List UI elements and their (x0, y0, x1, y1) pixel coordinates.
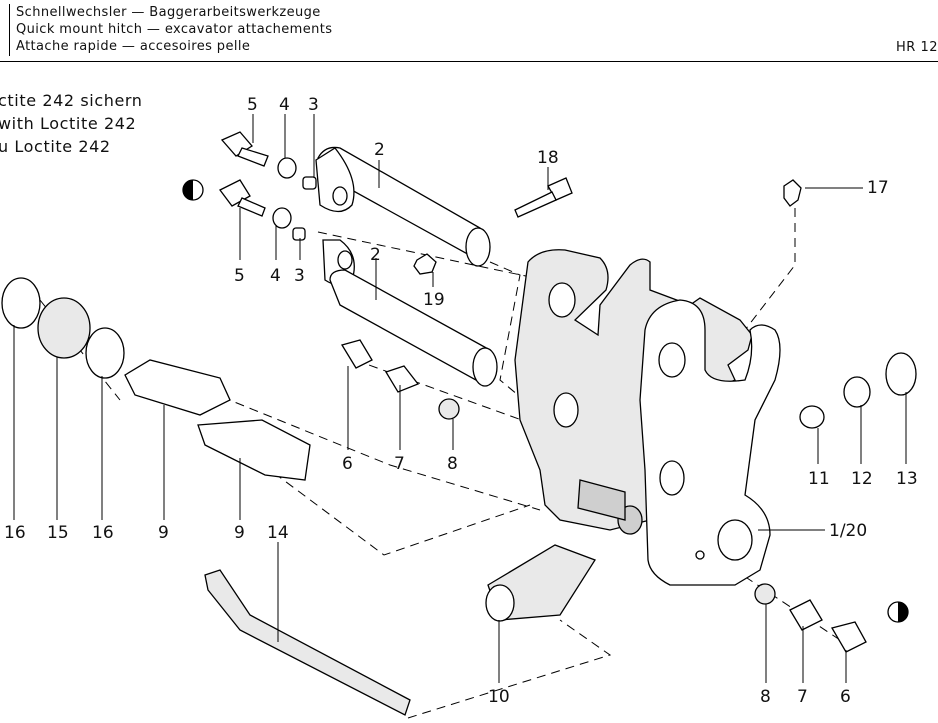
spring-part-7-lower (789, 599, 823, 631)
title-english: Quick mount hitch — excavator attachemen… (16, 22, 333, 37)
washer-part-11 (799, 405, 825, 429)
callout-4-lower: 4 (270, 266, 281, 286)
title-french: Attache rapide — accesoires pelle (16, 39, 251, 54)
leader-lines (13, 114, 907, 683)
lever-rod-part-14 (204, 569, 411, 716)
nut-part-19 (413, 253, 437, 275)
callout-5-upper: 5 (247, 95, 258, 115)
callout-13: 13 (896, 469, 918, 489)
callout-7-lower: 7 (797, 687, 808, 707)
callout-3-upper: 3 (308, 95, 319, 115)
callout-5-lower: 5 (234, 266, 245, 286)
callout-9-left: 9 (158, 523, 169, 543)
bolt-part-5-upper (220, 131, 269, 167)
loctite-note-german: ctite 242 sichern (0, 91, 143, 110)
callout-7-upper: 7 (394, 454, 405, 474)
lock-slide-part-9-left (124, 359, 231, 416)
washer-part-4-lower (272, 207, 292, 229)
bearing-part-15 (37, 297, 91, 359)
washer-part-4-upper (277, 157, 297, 179)
grease-nipple-part-17 (783, 179, 802, 207)
hitch-frame-part-1-20 (514, 249, 781, 586)
callout-16-right: 16 (92, 523, 114, 543)
washer-part-12 (843, 376, 871, 408)
title-block-divider (9, 4, 10, 56)
callout-3-lower: 3 (294, 266, 305, 286)
spacer-part-3-lower (292, 227, 306, 241)
lock-slide-part-9-right (197, 419, 311, 481)
spacer-part-3-upper (302, 176, 317, 190)
title-german: Schnellwechsler — Baggerarbeitswerkzeuge (16, 5, 321, 20)
assembly-center-lines (39, 208, 841, 719)
callout-16-left: 16 (4, 523, 26, 543)
callout-11: 11 (808, 469, 830, 489)
bolt-part-18 (514, 177, 573, 218)
callout-18: 18 (537, 148, 559, 168)
circlip-part-16-right (85, 327, 125, 379)
pinion-shaft-end (485, 584, 515, 622)
callout-2-upper: 2 (374, 140, 385, 160)
callout-19: 19 (423, 290, 445, 310)
loctite-symbol-icon (182, 179, 204, 201)
callout-10: 10 (488, 687, 510, 707)
callout-1-20: 1/20 (829, 521, 867, 541)
ball-part-8-upper (438, 398, 460, 420)
callout-17: 17 (867, 178, 889, 198)
loctite-note-french: u Loctite 242 (0, 137, 111, 156)
callout-12: 12 (851, 469, 873, 489)
callout-6-upper: 6 (342, 454, 353, 474)
callout-numbers: 5 4 3 2 18 17 5 4 3 2 19 6 7 8 11 12 13 … (4, 95, 918, 707)
spring-part-7-upper (385, 365, 420, 393)
callout-4-upper: 4 (279, 95, 290, 115)
circlip-part-16-left (1, 277, 41, 329)
loctite-note-english: with Loctite 242 (0, 114, 137, 133)
callout-14: 14 (267, 523, 289, 543)
bolt-part-5-lower (219, 179, 266, 217)
document-code: HR 12 (896, 40, 938, 55)
callout-8-upper: 8 (447, 454, 458, 474)
circlip-part-13 (885, 352, 917, 396)
callout-9-right: 9 (234, 523, 245, 543)
callout-2-lower: 2 (370, 245, 381, 265)
callout-6-lower: 6 (840, 687, 851, 707)
set-screw-part-6-lower (831, 621, 867, 653)
loctite-symbol-icon (887, 601, 909, 623)
callout-15: 15 (47, 523, 69, 543)
set-screw-part-6-upper (340, 339, 373, 369)
title-block: Schnellwechsler — Baggerarbeitswerkzeuge… (0, 0, 938, 62)
upper-pin-assembly (315, 146, 498, 387)
callout-8-lower: 8 (760, 687, 771, 707)
ball-part-8-lower (754, 583, 776, 605)
